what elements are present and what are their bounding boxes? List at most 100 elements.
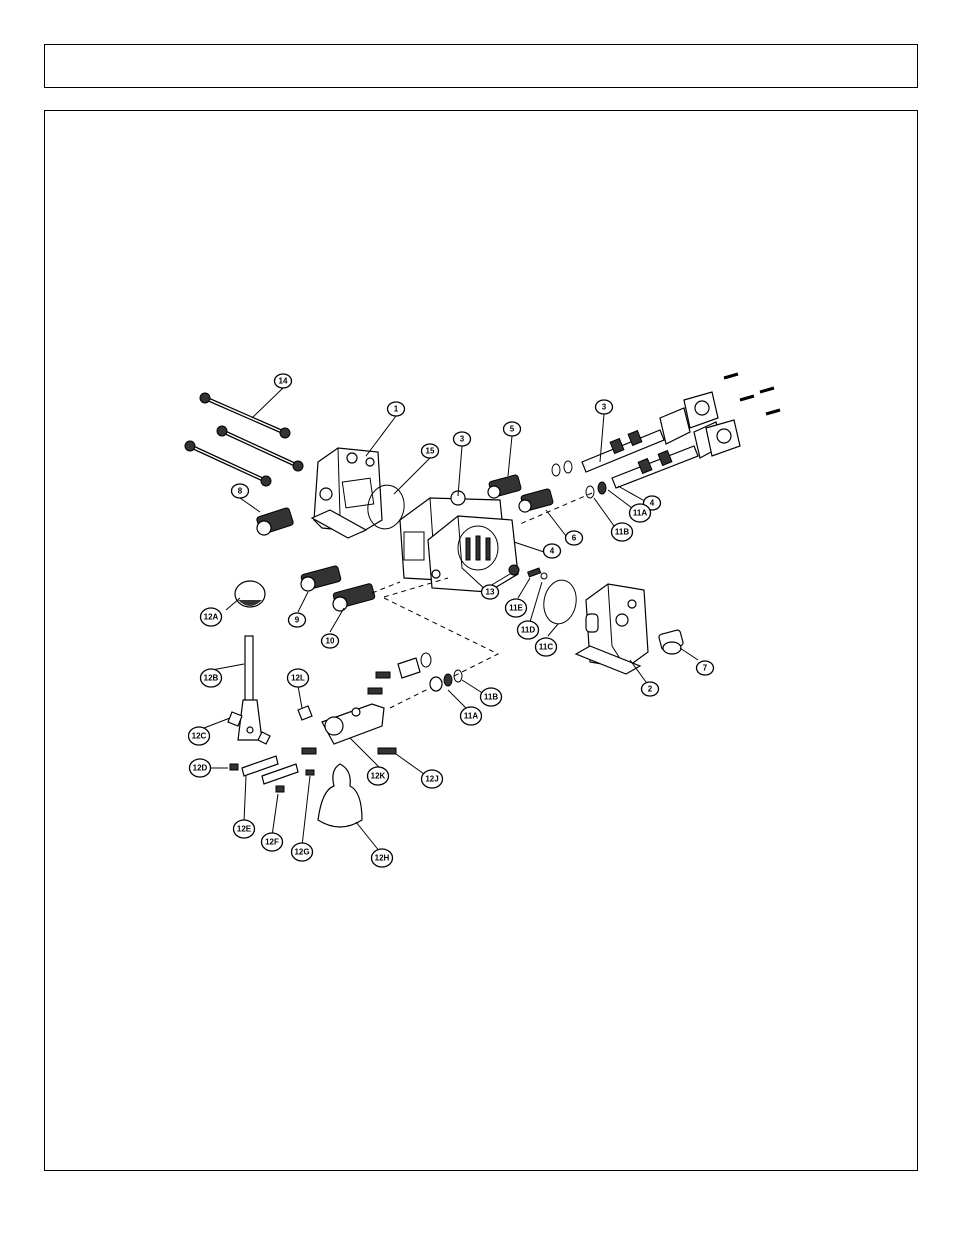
callout-bubble — [504, 598, 528, 618]
lever-bracket-12k — [321, 703, 385, 745]
callout-label: 12G — [294, 848, 309, 857]
callout-label: 15 — [426, 447, 435, 456]
callout-label: 12E — [237, 825, 252, 834]
callout-bubble — [290, 842, 314, 862]
cartridge-6 — [518, 488, 554, 513]
callout-12h: 12H — [370, 848, 394, 868]
callout-11a: 11A — [628, 503, 652, 523]
callout-1: 1 — [386, 401, 406, 417]
o-ring-15 — [367, 484, 405, 530]
callout-10: 10 — [320, 633, 340, 649]
callout-bubble — [187, 726, 211, 746]
callout-2: 2 — [640, 681, 660, 697]
spring-11e — [527, 567, 542, 578]
callout-label: 10 — [326, 637, 335, 646]
callout-bubble — [695, 660, 715, 676]
cartridge-9 — [300, 565, 342, 592]
callout-bubble — [502, 421, 522, 437]
callout-label: 6 — [572, 534, 577, 543]
callout-label: 13 — [486, 588, 495, 597]
callout-12e: 12E — [232, 819, 256, 839]
callout-label: 12K — [371, 772, 386, 781]
callout-label: 12C — [192, 732, 207, 741]
callout-11c: 11C — [534, 637, 558, 657]
callout-label: 12F — [265, 838, 279, 847]
pin-12f — [275, 785, 285, 793]
callout-bubble — [320, 633, 340, 649]
callout-11d: 11D — [516, 620, 540, 640]
callout-label: 2 — [648, 685, 653, 694]
callout-label: 11B — [484, 693, 498, 702]
callout-label: 11A — [464, 712, 478, 721]
callout-label: 14 — [279, 377, 288, 386]
handle-knob-12a — [234, 580, 266, 608]
nut-12l — [297, 705, 313, 721]
work-section-4 — [427, 515, 519, 593]
callout-label: 3 — [460, 435, 465, 444]
callout-label: 11A — [633, 509, 647, 518]
callout-label: 11E — [509, 604, 523, 613]
callout-11a: 11A — [459, 706, 483, 726]
callout-bubble — [516, 620, 540, 640]
clip-12g — [305, 769, 315, 776]
callout-bubble — [370, 848, 394, 868]
callout-label: 12H — [375, 854, 390, 863]
boot-12h — [317, 763, 363, 828]
callout-bubble — [542, 543, 562, 559]
header-frame — [44, 44, 918, 88]
callout-label: 12B — [204, 674, 219, 683]
callout-bubble — [188, 758, 212, 778]
o-ring-11c — [543, 579, 577, 625]
callout-bubble — [610, 522, 634, 542]
callout-12g: 12G — [290, 842, 314, 862]
clip-12d — [229, 763, 239, 771]
callout-7: 7 — [695, 660, 715, 676]
plug-7 — [658, 629, 684, 655]
callout-bubble — [286, 668, 310, 688]
callout-11b: 11B — [610, 522, 634, 542]
callout-bubble — [420, 769, 444, 789]
cartridge-5 — [487, 474, 522, 499]
callout-12k: 12K — [366, 766, 390, 786]
callout-bubble — [479, 687, 503, 707]
callout-bubble — [199, 668, 223, 688]
callout-12a: 12A — [199, 607, 223, 627]
cartridge-10 — [332, 583, 376, 612]
callout-13: 13 — [480, 584, 500, 600]
callout-5: 5 — [502, 421, 522, 437]
callout-bubble — [480, 584, 500, 600]
callout-11b: 11B — [479, 687, 503, 707]
callout-bubble — [386, 401, 406, 417]
callout-15: 15 — [420, 443, 440, 459]
callout-label: 11D — [521, 626, 535, 635]
callout-label: 11B — [615, 528, 629, 537]
ball-11d — [540, 572, 548, 580]
callout-label: 12A — [204, 613, 219, 622]
callout-3: 3 — [452, 431, 472, 447]
callout-12b: 12B — [199, 668, 223, 688]
callout-6: 6 — [564, 530, 584, 546]
callout-label: 4 — [650, 499, 655, 508]
callout-label: 12L — [291, 674, 305, 683]
tie-rod-group — [184, 392, 304, 487]
callout-bubble — [199, 607, 223, 627]
callout-14: 14 — [273, 373, 293, 389]
spool-seals — [551, 460, 607, 499]
spool-3 — [581, 407, 691, 473]
callout-label: 8 — [238, 487, 243, 496]
callout-bubble — [230, 483, 250, 499]
callout-12l: 12L — [286, 668, 310, 688]
callout-bubble — [366, 766, 390, 786]
link-12e — [241, 755, 299, 785]
content-frame — [44, 110, 918, 1171]
callout-label: 7 — [703, 664, 708, 673]
spool-caps — [683, 391, 741, 457]
plug-13 — [508, 564, 520, 576]
callout-bubble — [628, 503, 652, 523]
callout-bubble — [640, 681, 660, 697]
callout-label: 4 — [550, 547, 555, 556]
pin-12j — [377, 747, 397, 755]
callout-12f: 12F — [260, 832, 284, 852]
callout-label: 5 — [510, 425, 515, 434]
